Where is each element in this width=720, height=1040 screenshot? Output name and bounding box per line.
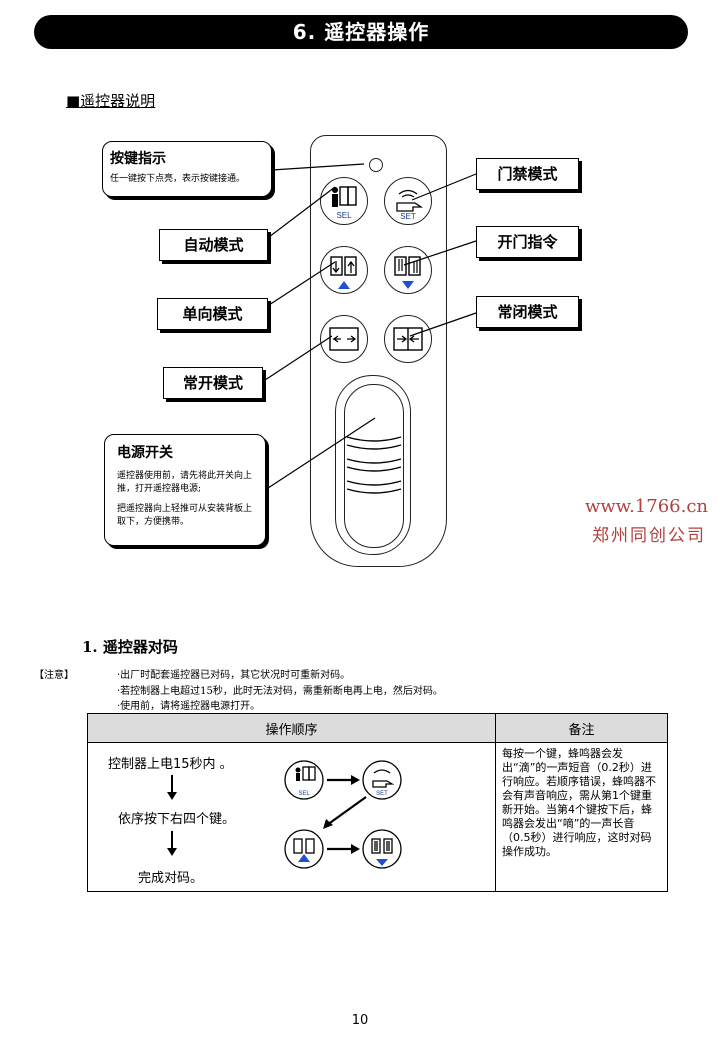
auto-mode-button[interactable]: SEL [320,177,368,225]
svg-text:SET: SET [376,791,388,797]
step-text: 控制器上电15秒内 。 [108,757,233,772]
page-header-title: 6. 遥控器操作 [34,15,688,49]
down-arrow-icon [167,831,177,856]
indicator-note-desc: 任一键按下点亮，表示按键接通。 [110,174,246,184]
oneway-mode-button[interactable] [320,246,368,294]
power-note-title: 电源开关 [117,445,173,461]
label-open-command: 开门指令 [476,226,579,258]
label-normally-closed-mode: 常闭模式 [476,296,579,328]
indicator-led [369,158,383,172]
access-mode-button[interactable]: SET [384,177,432,225]
indicator-note: 按键指示 任一键按下点亮，表示按键接通。 [102,141,272,197]
power-note-desc2: 把遥控器向上轻推可从安装背板上取下，方便携带。 [117,504,253,527]
step-text: 依序按下右四个键。 [118,812,236,827]
steps-cell: 控制器上电15秒内 。 依序按下右四个键。 完成对码。 [88,743,495,891]
down-arrow-icon [167,775,177,800]
indicator-note-title: 按键指示 [110,151,166,167]
pairing-sequence-diagram: SEL SET [284,760,402,869]
oneway-arrows-icon [330,256,357,289]
label-auto-mode: 自动模式 [159,229,268,261]
label-normally-open-mode: 常开模式 [163,367,263,399]
power-note-desc1: 遥控器使用前，请先将此开关向上推，打开遥控器电源; [117,471,253,494]
notice-item: ·若控制器上电超过15秒，此时无法对码，需重新断电再上电，然后对码。 [117,686,443,697]
label-oneway-mode: 单向模式 [157,298,268,330]
power-switch[interactable] [335,375,411,555]
table-header-steps: 操作顺序 [87,713,496,743]
step-text: 完成对码。 [138,871,204,886]
slide-grip-icon [346,436,402,494]
watermark-company: 郑州同创公司 [592,526,706,546]
remote-description-heading: ■遥控器说明 [66,92,156,110]
page-number: 10 [351,1013,369,1028]
svg-text:SEL: SEL [336,211,352,220]
svg-text:SEL: SEL [298,791,310,797]
remark-cell: 每按一个键，蜂鸣器会发出“滴”的一声短音（0.2秒）进行响应。若顺序错误，蜂鸣器… [502,747,656,858]
pairing-table: 操作顺序 备注 控制器上电15秒内 。 依序按下右四个键。 完成对码。 [87,713,668,892]
doors-open-icon [329,327,359,351]
label-access-mode: 门禁模式 [476,158,579,190]
notice-item: ·出厂时配套遥控器已对码，其它状况时可重新对码。 [117,670,351,681]
pairing-section-title: 1. 遥控器对码 [82,638,178,656]
notice-item: ·使用前，请将遥控器电源打开。 [117,701,261,712]
notice-label: 【注意】 [34,670,74,681]
open-command-button[interactable] [384,246,432,294]
table-header-remark: 备注 [495,713,668,743]
normally-closed-button[interactable] [384,315,432,363]
power-switch-note: 电源开关 遥控器使用前，请先将此开关向上推，打开遥控器电源; 把遥控器向上轻推可… [104,434,266,546]
card-hand-icon: SET [396,189,424,221]
svg-text:SET: SET [400,212,416,221]
doors-closed-icon [393,327,423,351]
watermark-url: www.1766.cn [584,496,708,517]
leader-lines [261,163,477,491]
open-arrows-icon [394,256,421,289]
